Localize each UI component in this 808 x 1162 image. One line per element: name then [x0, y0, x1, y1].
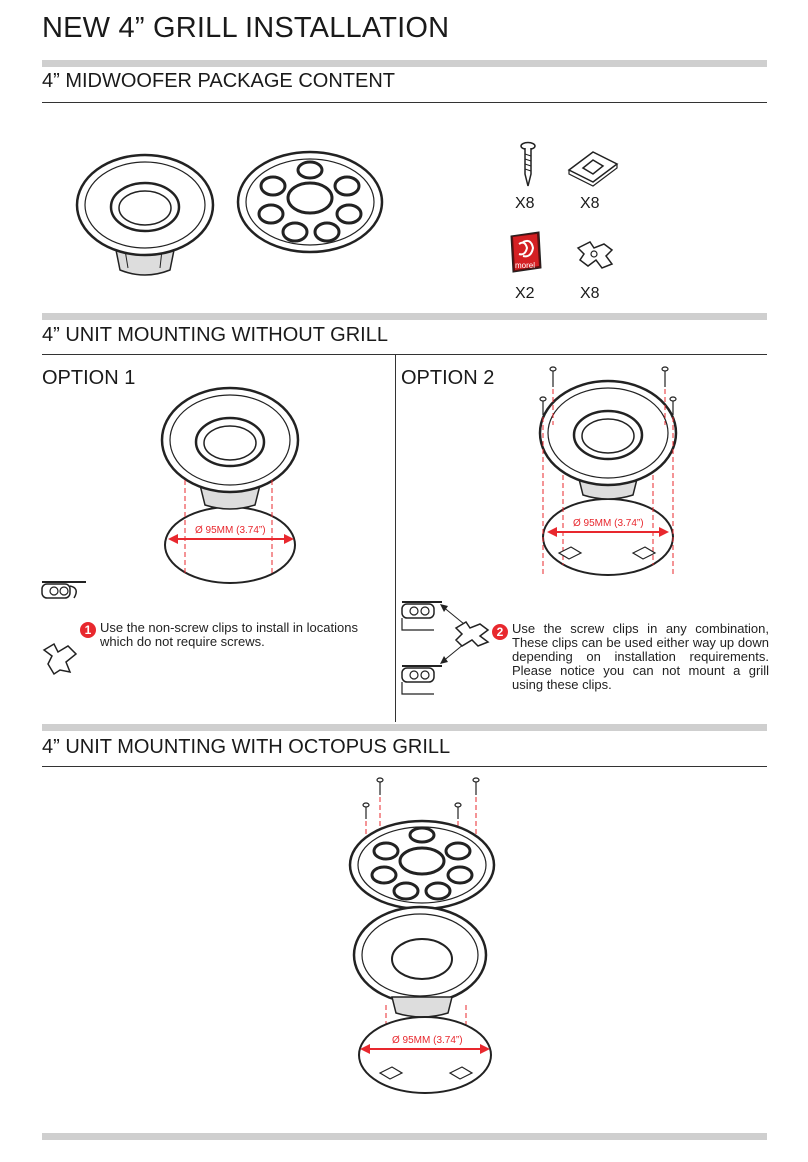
non-screw-clip-side-icon: [41, 581, 86, 599]
option-1-label: OPTION 1: [42, 367, 136, 389]
qty-clip-plates: X8: [580, 195, 600, 212]
section-title-without-grill: 4” UNIT MOUNTING WITHOUT GRILL: [42, 324, 388, 346]
clip-plate-icon: [567, 151, 619, 187]
step-2-badge: 2: [492, 624, 508, 640]
section-divider-bar: [42, 313, 767, 320]
qty-screw-clips: X8: [580, 285, 600, 302]
footer-divider-bar: [42, 1133, 767, 1140]
section-title-with-grill: 4” UNIT MOUNTING WITH OCTOPUS GRILL: [42, 736, 451, 758]
section-underline: [42, 766, 767, 767]
screw-icon: [520, 141, 536, 187]
section-divider-bar: [42, 724, 767, 731]
option-2-speaker-diagram: Ø 95MM (3.74”): [538, 366, 678, 576]
grill-dimension-label: Ø 95MM (3.74”): [392, 1035, 463, 1046]
qty-screws: X8: [515, 195, 535, 212]
non-screw-clip-icon: [42, 642, 78, 676]
option-2-label: OPTION 2: [401, 367, 495, 389]
speaker-illustration: [75, 153, 215, 276]
option-2-dimension-label: Ø 95MM (3.74”): [573, 518, 644, 529]
column-divider: [395, 355, 396, 722]
section-underline: [42, 102, 767, 103]
section-divider-bar: [42, 60, 767, 67]
octopus-grill-illustration: [236, 150, 384, 254]
morel-badge-text: morel: [515, 261, 535, 270]
section-underline: [42, 354, 767, 355]
octopus-grill-assembly-diagram: Ø 95MM (3.74”): [348, 777, 496, 1094]
qty-badges: X2: [515, 285, 535, 302]
option-2-instruction: Use the screw clips in any combination, …: [512, 621, 769, 692]
option-1-instruction: Use the non-screw clips to install in lo…: [100, 620, 358, 649]
option-1-dimension-label: Ø 95MM (3.74”): [195, 525, 266, 536]
option-1-speaker-diagram: Ø 95MM (3.74”): [160, 386, 300, 584]
step-1-badge: 1: [80, 622, 96, 638]
screw-clip-icon: [576, 241, 614, 269]
section-title-package: 4” MIDWOOFER PACKAGE CONTENT: [42, 70, 395, 92]
screw-clip-orientation-diagram: [401, 601, 490, 695]
page-title: NEW 4” GRILL INSTALLATION: [42, 12, 450, 44]
morel-badge-icon: morel: [510, 231, 542, 273]
